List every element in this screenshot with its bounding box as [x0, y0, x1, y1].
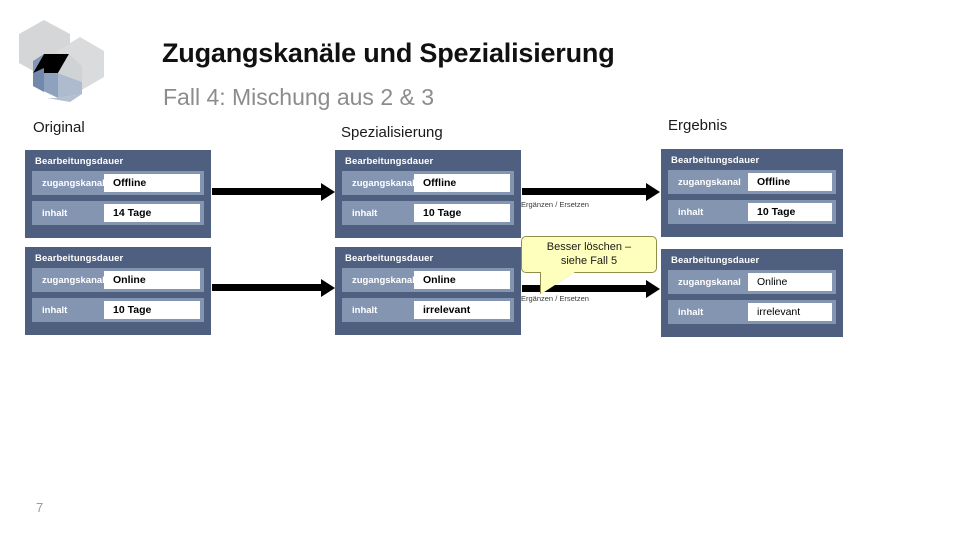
- arrow-original-to-spezialisierung-top: [212, 182, 335, 201]
- attribute-value: 10 Tage: [104, 301, 200, 319]
- attribute-name: zugangskanal: [352, 274, 415, 286]
- attribute-row: zugangskanal Online: [342, 268, 514, 292]
- entity-box-original-top: Bearbeitungsdauer zugangskanal Offline i…: [25, 150, 211, 238]
- page-subtitle: Fall 4: Mischung aus 2 & 3: [163, 84, 435, 110]
- attribute-row: inhalt 10 Tage: [668, 200, 836, 224]
- attribute-row: inhalt irrelevant: [668, 300, 836, 324]
- attribute-value: 10 Tage: [748, 203, 832, 221]
- attribute-value: Online: [414, 271, 510, 289]
- callout-line-2: siehe Fall 5: [560, 254, 618, 267]
- callout-line-1: Besser löschen –: [546, 240, 632, 253]
- attribute-row: inhalt irrelevant: [342, 298, 514, 322]
- attribute-row: zugangskanal Offline: [342, 171, 514, 195]
- entity-box-ergebnis-top: Bearbeitungsdauer zugangskanal Offline i…: [661, 149, 843, 237]
- entity-box-spezialisierung-bottom: Bearbeitungsdauer zugangskanal Online in…: [335, 247, 521, 335]
- attribute-name: zugangskanal: [678, 276, 741, 288]
- entity-box-spezialisierung-top: Bearbeitungsdauer zugangskanal Offline i…: [335, 150, 521, 238]
- entity-title: Bearbeitungsdauer: [671, 255, 760, 266]
- entity-title: Bearbeitungsdauer: [35, 156, 124, 167]
- arrow-label-top: Ergänzen / Ersetzen: [521, 200, 589, 209]
- attribute-name: zugangskanal: [42, 274, 105, 286]
- column-heading-spezialisierung: Spezialisierung: [341, 124, 443, 141]
- page-title: Zugangskanäle und Spezialisierung: [162, 38, 615, 68]
- entity-title: Bearbeitungsdauer: [345, 156, 434, 167]
- attribute-row: inhalt 10 Tage: [32, 298, 204, 322]
- arrow-spezialisierung-to-ergebnis-bottom: [522, 279, 660, 298]
- attribute-value: Offline: [104, 174, 200, 192]
- entity-title: Bearbeitungsdauer: [671, 155, 760, 166]
- entity-box-original-bottom: Bearbeitungsdauer zugangskanal Online in…: [25, 247, 211, 335]
- callout-tail: [541, 272, 575, 294]
- attribute-row: zugangskanal Offline: [668, 170, 836, 194]
- attribute-name: inhalt: [678, 206, 704, 218]
- attribute-value: irrelevant: [414, 301, 510, 319]
- attribute-name: inhalt: [42, 304, 68, 316]
- column-heading-original: Original: [33, 119, 85, 136]
- attribute-name: zugangskanal: [42, 177, 105, 189]
- attribute-row: zugangskanal Online: [668, 270, 836, 294]
- attribute-value: Offline: [414, 174, 510, 192]
- attribute-name: zugangskanal: [352, 177, 415, 189]
- hexagon-logo: [14, 16, 110, 106]
- arrow-spezialisierung-to-ergebnis-top: [522, 182, 660, 201]
- entity-title: Bearbeitungsdauer: [345, 253, 434, 264]
- callout-note: Besser löschen – siehe Fall 5: [521, 236, 657, 273]
- attribute-value: Online: [748, 273, 832, 291]
- attribute-name: inhalt: [352, 207, 378, 219]
- column-heading-ergebnis: Ergebnis: [668, 117, 728, 134]
- arrow-original-to-spezialisierung-bottom: [212, 278, 335, 297]
- attribute-value: 10 Tage: [414, 204, 510, 222]
- entity-title: Bearbeitungsdauer: [35, 253, 124, 264]
- arrow-label-bottom: Ergänzen / Ersetzen: [521, 294, 589, 303]
- attribute-name: inhalt: [678, 306, 704, 318]
- attribute-name: zugangskanal: [678, 176, 741, 188]
- attribute-value: irrelevant: [748, 303, 832, 321]
- attribute-row: zugangskanal Offline: [32, 171, 204, 195]
- attribute-name: inhalt: [352, 304, 378, 316]
- page-number: 7: [36, 500, 44, 515]
- attribute-row: inhalt 14 Tage: [32, 201, 204, 225]
- attribute-row: inhalt 10 Tage: [342, 201, 514, 225]
- entity-box-ergebnis-bottom: Bearbeitungsdauer zugangskanal Online in…: [661, 249, 843, 337]
- attribute-value: Online: [104, 271, 200, 289]
- attribute-name: inhalt: [42, 207, 68, 219]
- attribute-value: 14 Tage: [104, 204, 200, 222]
- attribute-row: zugangskanal Online: [32, 268, 204, 292]
- attribute-value: Offline: [748, 173, 832, 191]
